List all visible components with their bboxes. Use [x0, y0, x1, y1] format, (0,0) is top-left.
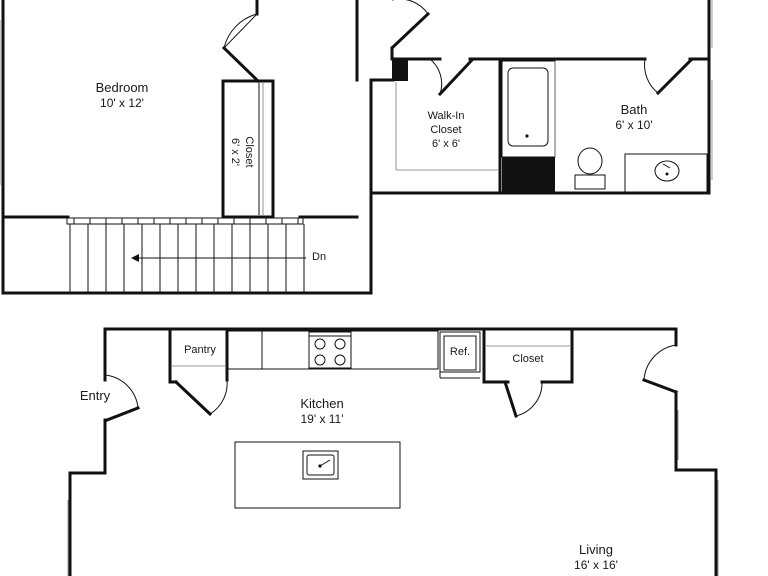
hall-closet-door-swing [515, 381, 543, 417]
upper-right-bottom-wall [369, 0, 711, 195]
upper-wall-bottom [1, 191, 373, 295]
island-sink-inner [306, 454, 335, 476]
cooktop [308, 331, 352, 369]
bath-dims: 6' x 10' [615, 118, 653, 133]
living-door-leaf [642, 378, 678, 394]
walkin-dims: 6' x 6' [431, 137, 461, 150]
living-door-swing [643, 344, 677, 381]
bathtub-drain [525, 134, 529, 138]
upper-door-swing [392, 0, 429, 15]
hall-closet-label: Closet [512, 353, 544, 365]
kitchen-counter [261, 330, 439, 370]
island-sink-drain [318, 464, 322, 468]
walkin-door-swing [429, 58, 443, 95]
bedroom-closet-name: Closet [243, 136, 255, 168]
island-sink-outer [302, 450, 339, 480]
lower-right-wall-2 [674, 390, 718, 576]
bedroom-name: Bedroom [95, 80, 149, 95]
kitchen-island [234, 441, 401, 509]
upper-door-leaf [390, 11, 431, 50]
kitchen-label: Kitchen 19' x 11' [272, 396, 372, 427]
living-label: Living 16' x 16' [546, 542, 646, 573]
living-dims: 16' x 16' [574, 558, 618, 573]
pantry-label: Pantry [184, 344, 216, 356]
bathtub-inner [507, 67, 549, 147]
hall-closet-walls [482, 327, 510, 384]
bath-door-swing [644, 58, 659, 94]
toilet-tank [574, 174, 606, 190]
walkin-name-line1: Walk-In [427, 110, 465, 122]
bedroom-dims: 10' x 12' [100, 96, 144, 111]
entry-door-swing [104, 374, 139, 409]
entry-door-leaf [105, 406, 140, 422]
bathtub-outer [501, 60, 556, 158]
bath-label: Bath 6' x 10' [594, 102, 674, 133]
hall-closet-right [540, 327, 574, 384]
bedroom-closet-label: Closet 6' x 2' [228, 112, 255, 192]
living-name: Living [579, 542, 613, 557]
bath-door-leaf [655, 57, 694, 96]
lower-floor [67, 327, 719, 576]
kitchen-dims: 19' x 11' [300, 412, 344, 427]
kitchen-counter-left [226, 330, 263, 370]
stair-arrow-head [131, 254, 139, 262]
entry-label: Entry [79, 388, 111, 403]
pantry-door-swing [209, 379, 228, 415]
shower-floor [502, 157, 555, 192]
bath-name: Bath [620, 102, 648, 117]
hall-closet-door-leaf [503, 380, 518, 418]
bedroom-closet-walls [221, 79, 275, 219]
stairs-direction-label: Dn [312, 251, 327, 263]
bedroom-label: Bedroom 10' x 12' [72, 80, 172, 111]
staircase [66, 217, 306, 292]
walkin-left-wall [369, 78, 395, 195]
toilet-bowl [577, 147, 603, 175]
kitchen-name: Kitchen [300, 396, 344, 411]
walkin-door-leaf [437, 57, 475, 97]
upper-floor [0, 0, 713, 295]
walkin-wall-column [392, 60, 408, 81]
lower-entry-wall [68, 418, 107, 576]
fridge-label: Ref. [449, 346, 471, 358]
sink-drain [665, 172, 669, 176]
lower-left-wall [103, 327, 678, 382]
bedroom-door-swing [223, 13, 258, 50]
stair-top-rail [66, 217, 304, 225]
sink-basin [654, 160, 680, 182]
walkin-name-line2: Closet [430, 123, 462, 136]
bedroom-closet-dims: 6' x 2' [229, 137, 242, 167]
bedroom-door-jamb [221, 45, 261, 84]
vanity-counter [624, 153, 708, 193]
pantry-door-leaf [173, 379, 213, 417]
walkin-label: Walk-In Closet 6' x 6' [406, 110, 486, 151]
refrigerator [439, 331, 481, 373]
